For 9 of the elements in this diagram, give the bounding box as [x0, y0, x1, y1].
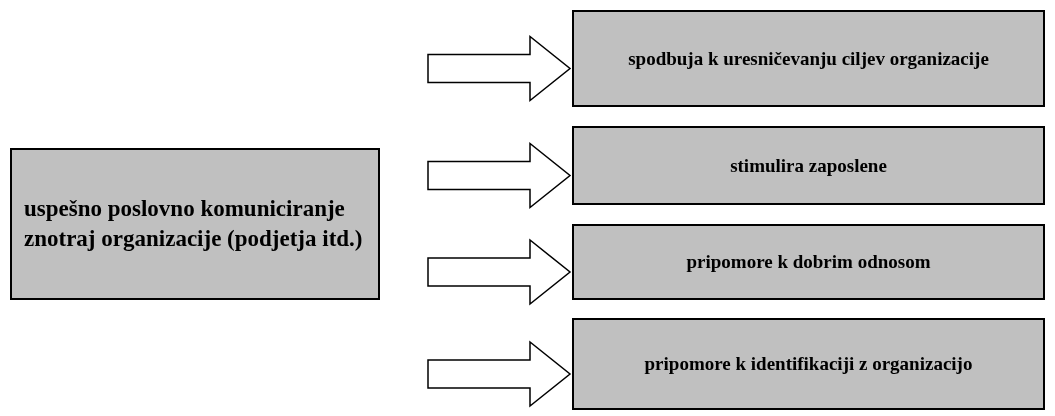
block-arrow — [427, 340, 572, 408]
text-box: pripomore k identifikaciji z organizacijo — [572, 318, 1045, 410]
text-box: pripomore k dobrim odnosom — [572, 224, 1045, 300]
block-arrow — [427, 34, 572, 103]
block-arrow — [427, 141, 572, 210]
text-box: uspešno poslovno komuniciranje znotraj organizacije (podjetja itd.) — [10, 148, 380, 300]
block-arrow — [427, 238, 572, 306]
text-box: stimulira zaposlene — [572, 126, 1045, 205]
text-box: spodbuja k uresničevanju ciljev organizacije — [572, 10, 1045, 107]
